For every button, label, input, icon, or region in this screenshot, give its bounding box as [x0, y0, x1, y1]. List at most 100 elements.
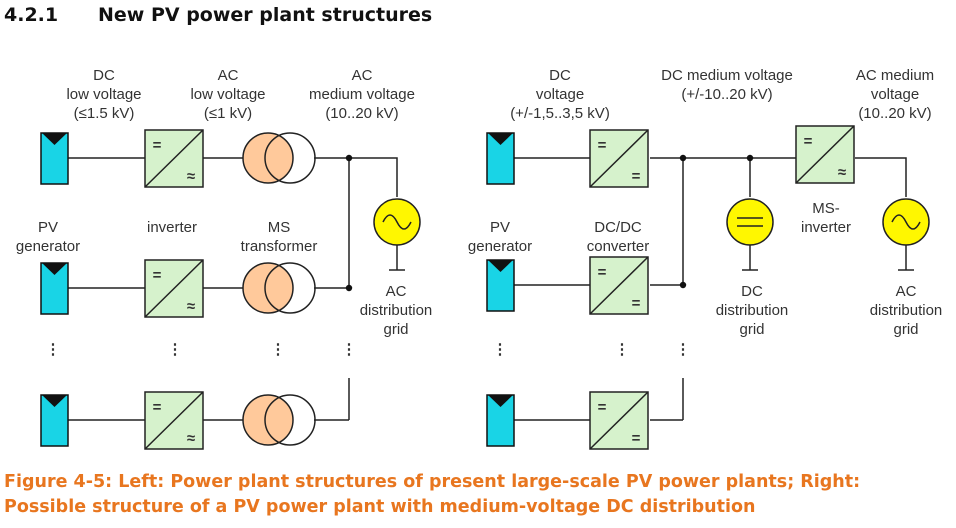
label-dc-voltage: DC voltage (+/-1,5..3,5 kV)	[510, 67, 610, 122]
label-dc-distribution-grid-line: DC	[741, 283, 763, 300]
ac-side-symbol: ≈	[187, 168, 195, 185]
label-ac-medium-voltage-line: AC	[352, 67, 373, 84]
inverter-icon: =≈	[144, 129, 204, 188]
label-ac-distribution-grid-line: distribution	[360, 302, 433, 319]
inverter-icon: =≈	[144, 391, 204, 450]
connection-wires	[68, 157, 907, 421]
ac-grid-source-icon	[373, 198, 421, 271]
label-ms-inverter: MS-inverter	[801, 200, 851, 236]
label-dc-medium-voltage-line: (+/-10..20 kV)	[681, 86, 772, 103]
label-pv-generator-right: PV generator	[468, 219, 532, 255]
label-dc-voltage-line: (+/-1,5..3,5 kV)	[510, 105, 610, 122]
dc-side-symbol: =	[804, 133, 813, 150]
label-ac-low-voltage-line: AC	[218, 67, 239, 84]
pv-module-icon	[40, 394, 69, 447]
continuation-dots: ⋮	[493, 341, 508, 358]
label-ac-medium-voltage-line: (10..20 kV)	[325, 105, 398, 122]
diagram-labels: DC low voltage (≤1.5 kV) AC low voltage (≤1 k…	[16, 67, 942, 358]
label-dc-voltage-line: DC	[549, 67, 571, 84]
caption-line-1: Figure 4-5: Left: Power plant structures…	[4, 472, 861, 492]
pv-module-icon	[40, 132, 69, 185]
label-dc-low-voltage: DC low voltage (≤1.5 kV)	[66, 67, 141, 122]
ac-side-symbol: ≈	[838, 164, 846, 181]
ac-side-symbol: ≈	[187, 298, 195, 315]
dc-side-symbol: =	[632, 168, 641, 185]
label-ac-medium-voltage-right-line: AC medium	[856, 67, 934, 84]
dcdc-converter-icon: ==	[589, 391, 649, 450]
label-ac-medium-voltage-right: AC medium voltage (10..20 kV)	[856, 67, 934, 122]
label-inverter: inverter	[147, 219, 197, 236]
continuation-dots: ⋮	[615, 341, 630, 358]
label-ac-distribution-grid-right-line: AC	[896, 283, 917, 300]
continuation-dots: ⋮	[46, 341, 61, 358]
label-pv-generator-line: generator	[16, 238, 80, 255]
label-dc-medium-voltage: DC medium voltage (+/-10..20 kV)	[661, 67, 793, 103]
continuation-dots: ⋮	[168, 341, 183, 358]
inverter-icon: =≈	[144, 259, 204, 318]
label-dc-low-voltage-line: DC	[93, 67, 115, 84]
junction-dot	[679, 281, 687, 289]
label-dcdc-converter: DC/DC converter	[587, 219, 650, 255]
label-dc-low-voltage-line: (≤1.5 kV)	[74, 105, 135, 122]
dc-side-symbol: =	[153, 399, 162, 416]
dc-side-symbol: =	[598, 399, 607, 416]
pv-module-icon	[486, 259, 515, 312]
label-pv-generator-line: PV	[38, 219, 58, 236]
label-ac-low-voltage-line: low voltage	[190, 86, 265, 103]
junction-dot	[345, 284, 353, 292]
label-pv-generator-right-line: PV	[490, 219, 510, 236]
label-ac-medium-voltage-right-line: voltage	[871, 86, 919, 103]
transformer-icon	[242, 394, 316, 446]
label-ms-inverter-line: MS-	[812, 200, 840, 217]
dc-side-symbol: =	[632, 430, 641, 447]
label-ac-low-voltage: AC low voltage (≤1 kV)	[190, 67, 265, 122]
section-heading: 4.2.1 New PV power plant structures	[4, 4, 432, 26]
label-ac-medium-voltage-line: medium voltage	[309, 86, 415, 103]
ac-side-symbol: ≈	[187, 430, 195, 447]
junction-dot	[746, 154, 754, 162]
label-ac-medium-voltage: AC medium voltage (10..20 kV)	[309, 67, 415, 122]
wire	[855, 157, 907, 197]
dc-side-symbol: =	[153, 137, 162, 154]
dc-side-symbol: =	[153, 267, 162, 284]
caption-line-2: Possible structure of a PV power plant w…	[4, 497, 756, 517]
continuation-dots: ⋮	[342, 341, 357, 358]
ms-inverter-icon: =≈	[795, 125, 855, 184]
pv-module-icon	[486, 394, 515, 447]
dcdc-converter-icon: ==	[589, 129, 649, 188]
label-ac-medium-voltage-right-line: (10..20 kV)	[858, 105, 931, 122]
label-inverter-line: inverter	[147, 219, 197, 236]
label-ac-low-voltage-line: (≤1 kV)	[204, 105, 252, 122]
label-ms-inverter-line: inverter	[801, 219, 851, 236]
label-dcdc-converter-line: DC/DC	[594, 219, 642, 236]
label-ms-transformer-line: transformer	[241, 238, 318, 255]
section-number: 4.2.1	[4, 4, 59, 26]
label-dc-distribution-grid-line: distribution	[716, 302, 789, 319]
pv-module-icon	[40, 262, 69, 315]
label-dc-medium-voltage-line: DC medium voltage	[661, 67, 793, 84]
label-ac-distribution-grid-right-line: distribution	[870, 302, 943, 319]
label-dc-distribution-grid-line: grid	[739, 321, 764, 338]
label-dc-voltage-line: voltage	[536, 86, 584, 103]
section-title: New PV power plant structures	[98, 4, 433, 26]
label-dc-distribution-grid: DC distribution grid	[716, 283, 789, 338]
continuation-dots: ⋮	[676, 341, 691, 358]
transformer-icon	[242, 262, 316, 314]
junction-dot	[345, 154, 353, 162]
pv-module-icon	[486, 132, 515, 185]
label-dc-low-voltage-line: low voltage	[66, 86, 141, 103]
junction-dot	[679, 154, 687, 162]
label-dcdc-converter-line: converter	[587, 238, 650, 255]
dc-side-symbol: =	[598, 137, 607, 154]
figure-caption: Figure 4-5: Left: Power plant structures…	[4, 470, 954, 520]
label-ac-distribution-grid-line: grid	[383, 321, 408, 338]
dc-side-symbol: =	[598, 264, 607, 281]
transformer-icon	[242, 132, 316, 184]
continuation-dots: ⋮	[271, 341, 286, 358]
label-pv-generator-right-line: generator	[468, 238, 532, 255]
dc-side-symbol: =	[632, 295, 641, 312]
